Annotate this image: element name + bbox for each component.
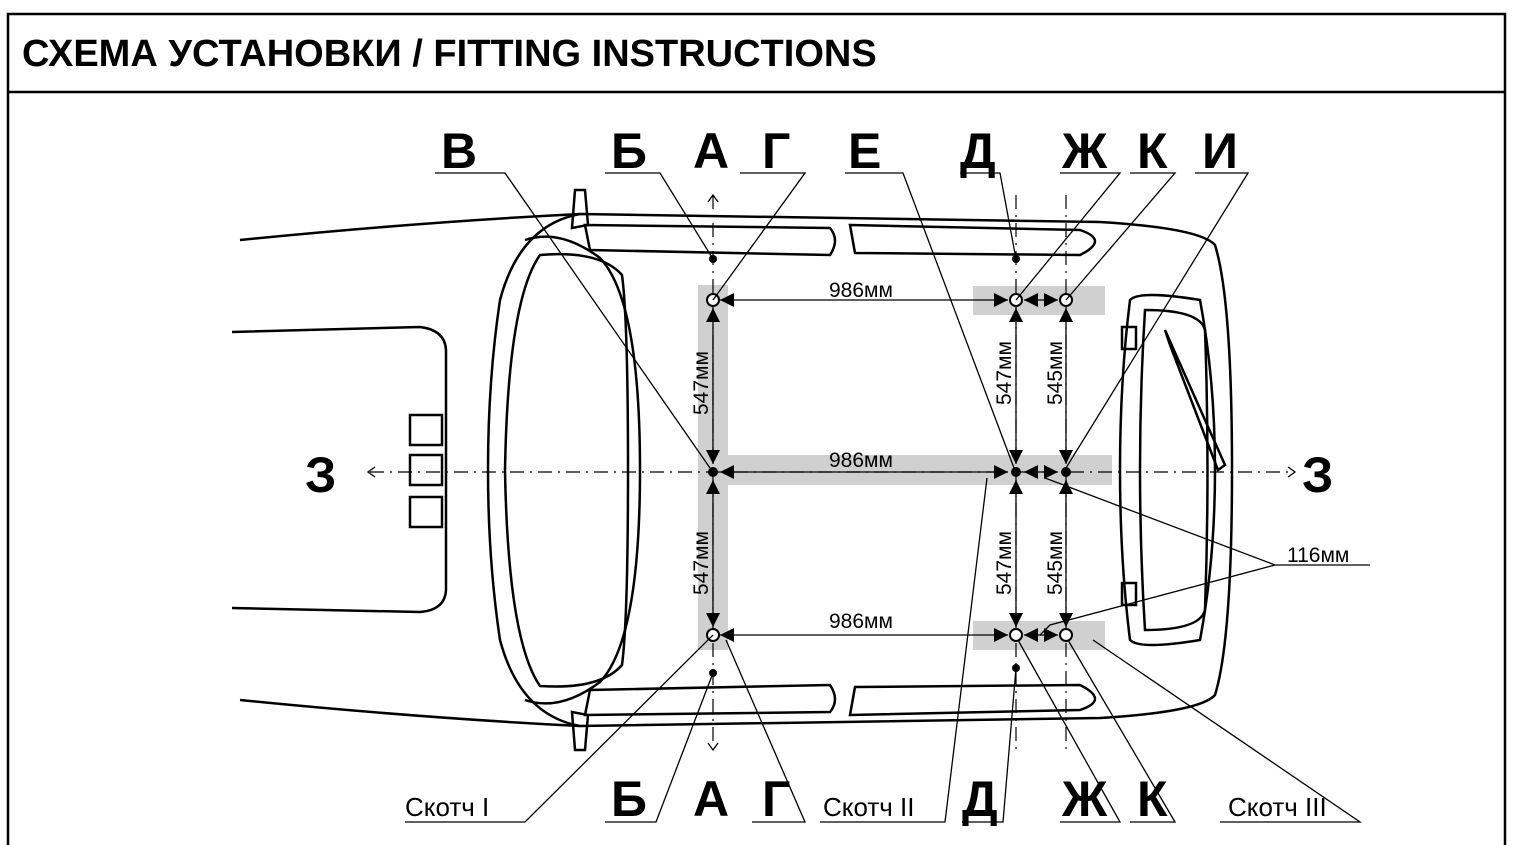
label-zh-bottom: Ж (1061, 771, 1108, 827)
label-tape-3: Скотч III (1228, 792, 1327, 822)
page-title: СХЕМА УСТАНОВКИ / FITTING INSTRUCTIONS (22, 33, 877, 75)
leader-lines (405, 172, 1370, 823)
dim-width-left-bottom: 547мм (690, 531, 713, 595)
bottom-labels: Скотч I Б А Г Скотч II Д Ж К Скотч III (405, 771, 1327, 827)
label-b-bottom: Б (611, 771, 647, 827)
dim-length-top: 986мм (829, 279, 893, 302)
label-b: Б (611, 123, 647, 179)
label-v: В (441, 123, 477, 179)
dim-width-left-top: 547мм (690, 351, 713, 415)
frame (6, 12, 1507, 845)
axis-label-right: З (1302, 447, 1333, 503)
label-a: А (693, 123, 729, 179)
dim-offset: 116мм (1287, 544, 1349, 567)
label-k: К (1137, 123, 1168, 179)
label-a-bottom: А (693, 771, 729, 827)
dim-length-mid: 986мм (829, 449, 893, 472)
label-i: И (1202, 123, 1238, 179)
label-g: Г (762, 123, 790, 179)
label-d-bottom: Д (962, 771, 998, 827)
label-k-bottom: К (1137, 771, 1168, 827)
dimension-lines (706, 293, 1073, 642)
car-outline (231, 188, 1234, 752)
dim-length-bottom: 986мм (829, 610, 893, 633)
label-g-bottom: Г (762, 771, 790, 827)
top-labels: В Б А Г Е Д Ж К И (441, 123, 1238, 179)
axis-label-left: З (305, 447, 336, 503)
dim-width-mid-bottom: 547мм (993, 531, 1016, 595)
label-e: Е (848, 123, 881, 179)
dim-width-mid-top: 547мм (993, 341, 1016, 405)
label-tape-1: Скотч I (405, 792, 489, 822)
label-d: Д (960, 123, 996, 179)
mount-points (706, 255, 1073, 677)
dim-width-right-bottom: 545мм (1044, 531, 1067, 595)
label-tape-2: Скотч II (823, 792, 914, 822)
label-zh: Ж (1061, 123, 1108, 179)
dim-width-right-top: 545мм (1044, 341, 1067, 405)
